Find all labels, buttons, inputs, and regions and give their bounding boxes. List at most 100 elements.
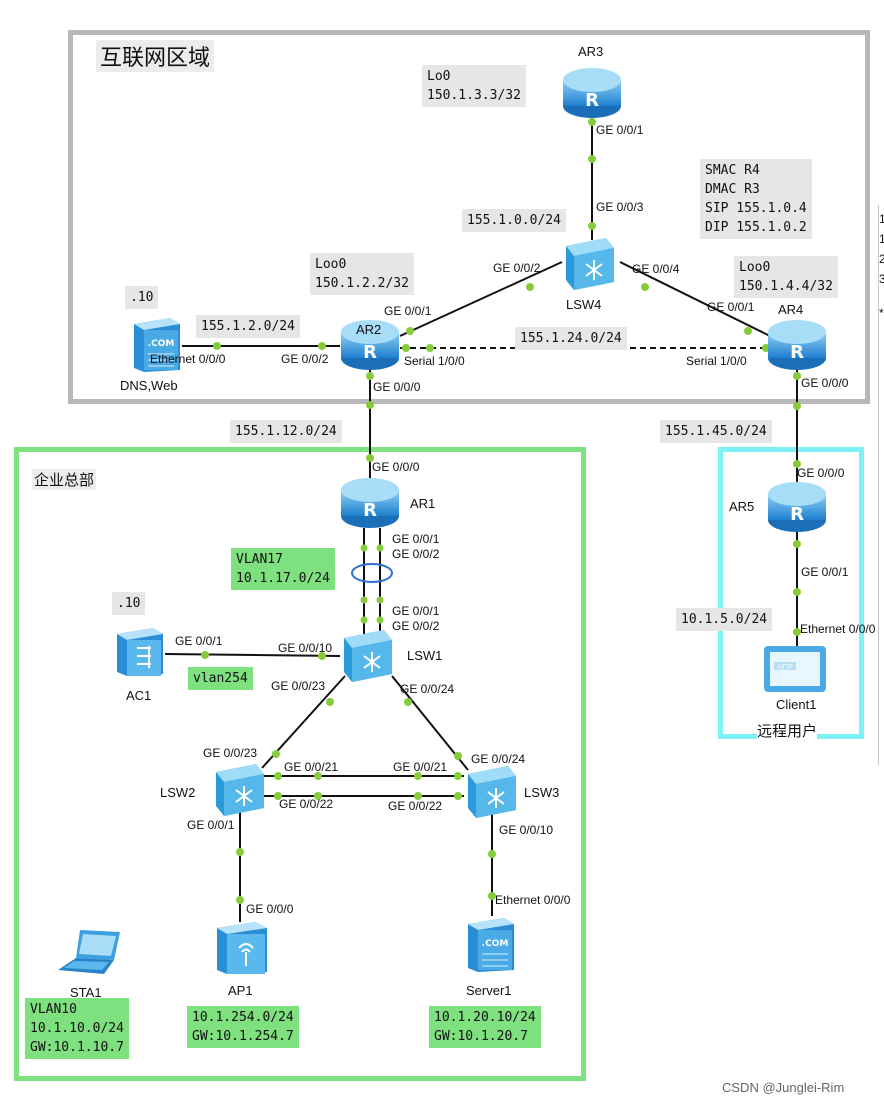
- remote-zone-title: 远程用户: [757, 720, 818, 741]
- port-label: Ethernet 0/0/0: [800, 622, 876, 636]
- hq-zone-title: 企业总部: [32, 469, 97, 490]
- svg-text:R: R: [790, 504, 804, 525]
- ar2-ar1-network-label: 155.1.12.0/24: [230, 420, 342, 443]
- laptop-icon: [58, 930, 120, 974]
- port-label: GE 0/0/23: [203, 746, 258, 760]
- port-label: GE 0/0/0: [801, 376, 849, 390]
- svg-text:R: R: [363, 500, 377, 521]
- ac1-host-label: .10: [112, 592, 146, 615]
- right-edge-text: 1: [879, 232, 884, 246]
- dns-network-label: 155.1.2.0/24: [196, 315, 300, 338]
- server-info-label: 10.1.20.10/24 GW:10.1.20.7: [429, 1006, 541, 1048]
- port-label: GE 0/0/10: [278, 641, 333, 655]
- port-label: GE 0/0/1: [392, 532, 440, 546]
- switch-icon: [216, 764, 264, 816]
- device-name-ar1: AR1: [410, 496, 436, 511]
- device-name-ap1: AP1: [228, 983, 253, 998]
- access-controller-icon: [117, 628, 163, 676]
- right-edge-text: 3: [879, 272, 884, 286]
- ar4-ar5-network-label: 155.1.45.0/24: [660, 420, 772, 443]
- router-icon: R: [563, 68, 621, 118]
- watermark: CSDN @Junglei-Rim: [722, 1080, 845, 1095]
- device-name-ar3: AR3: [578, 44, 604, 59]
- device-name-lsw1: LSW1: [407, 648, 443, 663]
- switch-icon: [468, 766, 516, 818]
- port-label: Ethernet 0/0/0: [495, 893, 571, 907]
- device-name-lsw4: LSW4: [566, 297, 602, 312]
- port-label: GE 0/0/1: [187, 818, 235, 832]
- port-label: GE 0/0/1: [707, 300, 755, 314]
- port-label: GE 0/0/24: [400, 682, 455, 696]
- device-name-ar5: AR5: [729, 499, 755, 514]
- port-label: GE 0/0/2: [281, 352, 329, 366]
- svg-text:R: R: [363, 342, 377, 363]
- port-label: GE 0/0/0: [797, 466, 845, 480]
- right-edge-text: 2: [879, 252, 884, 266]
- router-icon: R: [768, 320, 826, 370]
- port-label: GE 0/0/0: [372, 460, 420, 474]
- ar4-loopback-label: Loo0 150.1.4.4/32: [734, 256, 838, 298]
- ar3-loopback-label: Lo0 150.1.3.3/32: [422, 65, 526, 107]
- device-name-client1: Client1: [776, 697, 817, 712]
- device-name-ac1: AC1: [126, 688, 152, 703]
- sta-info-label: VLAN10 10.1.10.0/24 GW:10.1.10.7: [25, 998, 129, 1059]
- port-label: GE 0/0/4: [632, 262, 680, 276]
- port-label: GE 0/0/0: [246, 902, 294, 916]
- right-edge-strip: [878, 205, 884, 765]
- port-label: Serial 1/0/0: [404, 354, 465, 368]
- hq-zone: [14, 447, 586, 1081]
- switch-icon: [344, 630, 392, 682]
- internet-zone-title: 互联网区域: [96, 40, 215, 72]
- access-point-icon: [217, 922, 267, 974]
- ap-info-label: 10.1.254.0/24 GW:10.1.254.7: [187, 1006, 299, 1048]
- port-label: GE 0/0/21: [284, 760, 339, 774]
- port-label: GE 0/0/1: [384, 304, 432, 318]
- port-label: GE 0/0/21: [393, 760, 448, 774]
- client-pc-icon: HTTP: [764, 646, 826, 692]
- link-ac1-lsw1: [164, 653, 341, 657]
- link-lsw4-ar4: [619, 261, 771, 337]
- port-label: GE 0/0/1: [392, 604, 440, 618]
- link-lsw4-ar2: [399, 261, 563, 337]
- mac-ip-info-label: SMAC R4 DMAC R3 SIP 155.1.0.4 DIP 155.1.…: [700, 159, 812, 239]
- device-name-ar2: AR2: [356, 322, 382, 337]
- device-name-dns: DNS,Web: [120, 378, 178, 393]
- device-name-lsw2: LSW2: [160, 785, 196, 800]
- router-icon: R: [341, 320, 399, 370]
- right-edge-text: 1: [879, 212, 884, 226]
- svg-text:.COM: .COM: [148, 339, 175, 349]
- svg-text:R: R: [790, 342, 804, 363]
- svg-text:R: R: [585, 90, 599, 111]
- port-label: GE 0/0/23: [271, 679, 326, 693]
- svg-text:.COM: .COM: [482, 939, 509, 949]
- server-icon: .COM: [468, 918, 514, 972]
- router-icon: R: [768, 482, 826, 532]
- port-label: GE 0/0/2: [493, 261, 541, 275]
- port-label: GE 0/0/2: [392, 547, 440, 561]
- eth-trunk-ring: [351, 563, 393, 583]
- port-label: GE 0/0/1: [596, 123, 644, 137]
- server-icon: .COM: [134, 318, 180, 372]
- router-icon: R: [341, 478, 399, 528]
- ar2-loopback-label: Loo0 150.1.2.2/32: [310, 253, 414, 295]
- port-label: GE 0/0/0: [373, 380, 421, 394]
- port-label: GE 0/0/2: [392, 619, 440, 633]
- port-label: GE 0/0/3: [596, 200, 644, 214]
- svg-text:HTTP: HTTP: [777, 664, 793, 671]
- port-label: GE 0/0/1: [175, 634, 223, 648]
- port-label: GE 0/0/24: [471, 752, 526, 766]
- vlan17-label: VLAN17 10.1.17.0/24: [231, 548, 335, 590]
- serial-network-label: 155.1.24.0/24: [515, 327, 627, 350]
- internet-zone: [68, 30, 870, 404]
- vlan254-label: vlan254: [188, 667, 253, 690]
- port-label: Ethernet 0/0/0: [150, 352, 226, 366]
- port-label: GE 0/0/22: [279, 797, 334, 811]
- switch-icon: [566, 238, 614, 290]
- port-label: GE 0/0/22: [388, 799, 443, 813]
- lsw4-network-label: 155.1.0.0/24: [462, 209, 566, 232]
- device-name-lsw3: LSW3: [524, 785, 560, 800]
- device-name-sta1: STA1: [70, 985, 102, 1000]
- client-network-label: 10.1.5.0/24: [676, 608, 773, 631]
- port-label: Serial 1/0/0: [686, 354, 747, 368]
